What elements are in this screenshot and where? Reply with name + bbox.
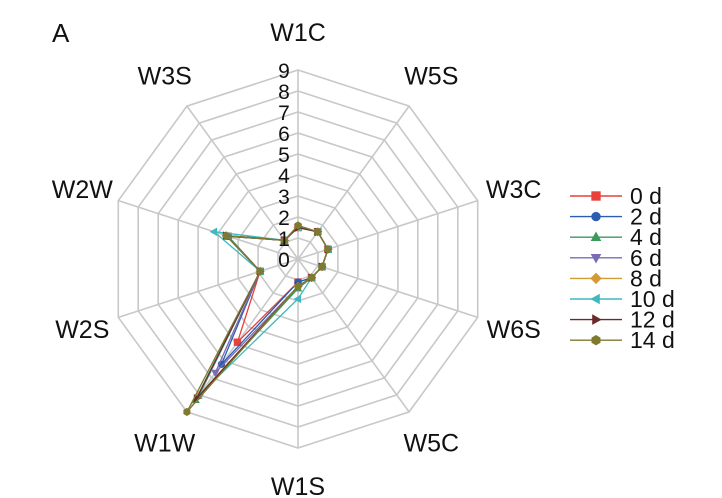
legend-marker-10d [590,293,600,305]
point-10d-w1s [293,294,302,304]
point-14d-w1c [294,221,302,230]
tick-label-7: 7 [278,102,290,125]
legend-item-6d: 6 d [570,245,662,271]
point-10d-w2w [209,227,218,237]
tick-label-8: 8 [278,81,290,104]
legend-label-12d: 12 d [630,307,675,333]
point-14d-w5s [314,227,322,236]
tick-label-2: 2 [278,207,290,230]
axis-label-w3s: W3S [138,63,192,91]
spoke-w3s [186,105,299,260]
point-14d-w5c [307,273,316,282]
legend-marker-14d [591,335,601,346]
panel-label: A [52,18,70,48]
spoke-w6s [297,258,478,319]
point-14d-w2w [222,231,230,240]
legend-label-4d: 4 d [630,224,662,250]
legend-label-10d: 10 d [630,286,675,312]
point-14d-w1s [294,282,302,291]
legend-item-12d: 12 d [570,307,675,333]
legend-label-6d: 6 d [630,245,662,271]
legend-marker-6d [590,254,602,264]
axis-label-w1c: W1C [270,19,326,47]
legend-marker-0d [591,191,601,201]
spoke-w5c [297,258,410,413]
legend-marker-8d [590,272,602,285]
spoke-w2w [118,199,299,260]
legend-marker-2d [591,211,601,222]
series-line-6d [214,226,329,374]
spoke-w2s [118,258,299,319]
axis-labels: W1C W5S W3C W6S W5C W1S W1W W2S W2W W3S [52,19,542,498]
axis-label-w5s: W5S [404,63,458,91]
legend-label-8d: 8 d [630,265,662,291]
legend-item-14d: 14 d [570,327,675,353]
axis-label-w2w: W2W [52,176,114,204]
axis-label-w1w: W1W [134,430,196,458]
tick-label-0: 0 [278,249,290,272]
radar-grid [117,69,479,449]
axis-label-w2s: W2S [55,316,109,344]
axis-label-w3c: W3C [486,176,542,204]
legend-item-10d: 10 d [570,286,675,312]
point-14d-w3c [324,245,332,254]
legend-item-4d: 4 d [570,224,662,250]
axis-label-w6s: W6S [487,316,541,344]
tick-label-5: 5 [278,144,290,167]
point-0d-w1w [233,338,242,346]
legend-marker-12d [592,314,602,325]
legend-marker-4d [590,231,602,241]
legend-label-0d: 0 d [630,183,662,209]
spoke-w1w [186,258,299,413]
point-14d-w1w [183,407,191,416]
axis-label-w5c: W5C [404,430,460,458]
legend-label-2d: 2 d [630,204,662,230]
tick-label-6: 6 [278,123,290,146]
tick-label-1: 1 [278,228,290,251]
legend: 0 d2 d4 d6 d8 d10 d12 d14 d [570,183,675,353]
legend-label-14d: 14 d [630,327,675,353]
legend-item-2d: 2 d [570,204,662,230]
spoke-w5s [297,105,410,260]
point-6d-w1w [211,369,220,378]
point-14d-w6s [318,262,326,271]
tick-label-4: 4 [278,165,290,188]
series-layer [183,221,333,416]
legend-item-8d: 8 d [570,265,662,291]
point-14d-w2s [256,267,264,276]
tick-label-3: 3 [278,186,290,209]
axis-label-w1s: W1S [271,473,325,498]
legend-item-0d: 0 d [570,183,662,209]
point-14d-w3s [280,236,289,245]
series-14d [183,221,332,416]
tick-label-9: 9 [278,60,290,83]
